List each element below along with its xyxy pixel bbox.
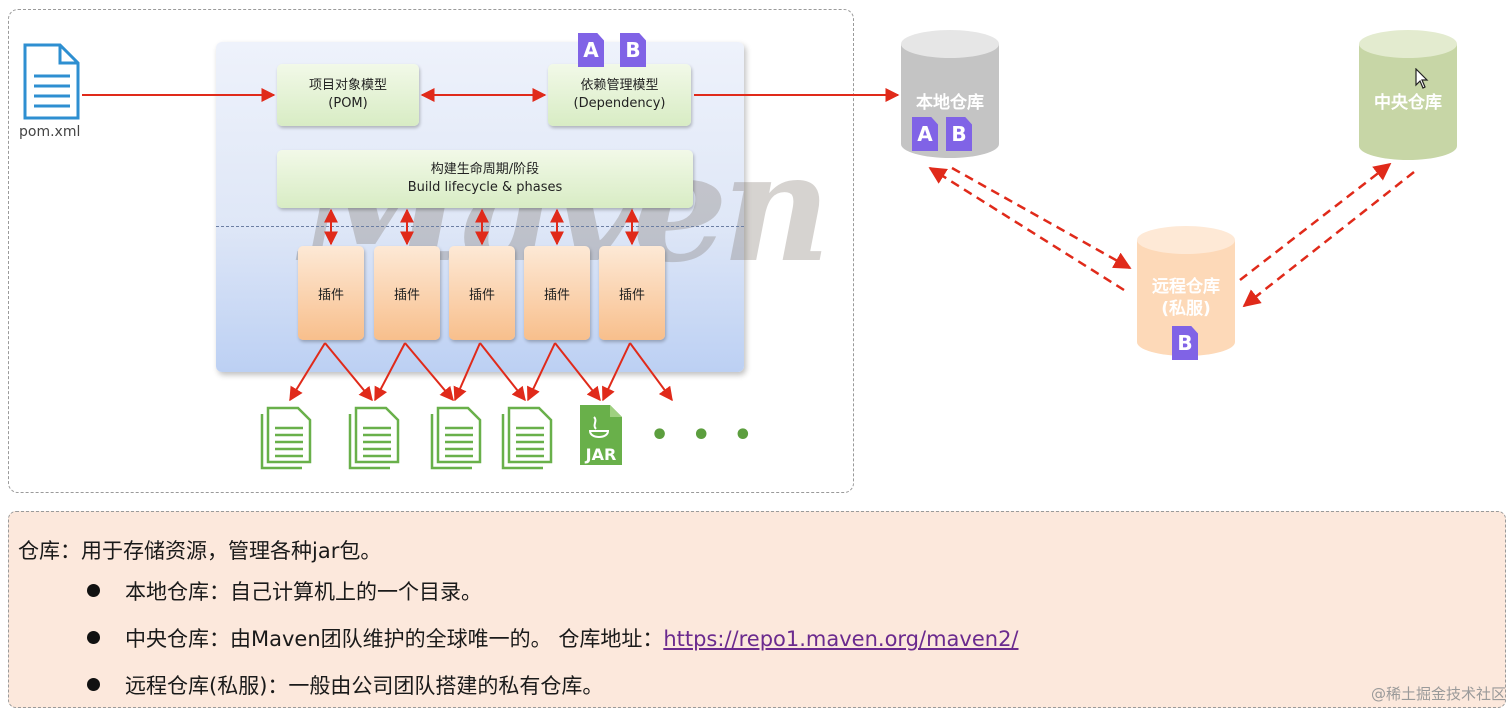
plugin-output-arrow [289, 342, 326, 402]
plugin-output-arrow [479, 342, 526, 402]
central-repo-label: 中央仓库 [1374, 93, 1442, 113]
remote-repo-description: 远程仓库(私服)：一般由公司团队搭建的私有仓库。 [125, 674, 604, 698]
bullet-icon [87, 631, 100, 644]
pom-file-icon [23, 43, 80, 120]
dependency-model-box: 依赖管理模型 (Dependency) [548, 64, 691, 126]
local-to-remote-dashed-arrow [951, 166, 1132, 270]
local-a-badge: A [912, 117, 938, 151]
lifecycle-subtitle: Build lifecycle & phases [407, 180, 563, 195]
plugin-output-arrow [453, 342, 481, 402]
plugin-box: 插件 [374, 246, 440, 340]
output-document-icon [430, 406, 482, 470]
dependency-model-title: 依赖管理模型 [580, 78, 659, 93]
dependency-model-subtitle: (Dependency) [573, 96, 666, 111]
central-repo-description: 中央仓库：由Maven团队维护的全球唯一的。 仓库地址：https://repo… [125, 623, 1019, 653]
output-document-icon [348, 406, 400, 470]
output-document-icon [260, 406, 312, 470]
pom-model-subtitle: (POM) [328, 96, 368, 111]
remote-repo-label: 远程仓库 (私服) [1136, 276, 1236, 320]
lifecycle-title: 构建生命周期/阶段 [430, 162, 540, 177]
remote-repo-cylinder-icon [1137, 226, 1235, 356]
info-box [8, 511, 1506, 708]
plugin-output-arrow [374, 342, 406, 402]
plugin-output-arrow [404, 342, 454, 402]
central-repo-link[interactable]: https://repo1.maven.org/maven2/ [663, 627, 1019, 651]
central-repo-text: 中央仓库：由Maven团队维护的全球唯一的。 仓库地址： [125, 627, 664, 651]
plugin-box: 插件 [524, 246, 590, 340]
remote-to-local-dashed-arrow [928, 166, 1125, 292]
plugin-output-arrow [554, 342, 601, 402]
dependency-b-badge: B [620, 33, 646, 67]
cursor-icon [1415, 68, 1429, 89]
remote-repo-title: 远程仓库 [1152, 277, 1220, 297]
plugin-output-arrow [324, 342, 373, 402]
pom-file-label: pom.xml [19, 124, 81, 140]
pom-model-box: 项目对象模型 (POM) [277, 64, 419, 126]
more-outputs-ellipsis: • • • [650, 418, 759, 453]
jar-file-icon: JAR [578, 403, 624, 467]
plugin-output-arrow [629, 342, 673, 402]
plugin-box: 插件 [298, 246, 364, 340]
output-document-icon [501, 406, 553, 470]
remote-to-central-dashed-arrow [1239, 162, 1392, 281]
pom-model-title: 项目对象模型 [308, 78, 387, 93]
plugin-box: 插件 [449, 246, 515, 340]
local-repo-description: 本地仓库：自己计算机上的一个目录。 [125, 580, 482, 604]
lifecycle-box: 构建生命周期/阶段 Build lifecycle & phases [277, 150, 693, 208]
plugin-output-arrow [527, 342, 556, 402]
plugin-output-arrow [602, 342, 631, 402]
local-b-badge: B [946, 117, 972, 151]
remote-b-badge: B [1172, 326, 1198, 360]
local-repo-label: 本地仓库 [916, 93, 984, 113]
bullet-icon [87, 584, 100, 597]
bullet-icon [87, 678, 100, 691]
central-to-remote-dashed-arrow [1242, 171, 1415, 308]
dependency-a-badge: A [578, 33, 604, 67]
footer-watermark: @稀土掘金技术社区 [1370, 685, 1506, 703]
plugin-box: 插件 [599, 246, 665, 340]
arrows-layer [82, 88, 1415, 402]
remote-repo-subtitle: (私服) [1161, 299, 1211, 319]
diagram-frame [8, 9, 854, 493]
central-repo-cylinder-icon [1359, 30, 1457, 160]
jar-label: JAR [585, 445, 617, 464]
info-heading: 仓库：用于存储资源，管理各种jar包。 [18, 539, 382, 563]
